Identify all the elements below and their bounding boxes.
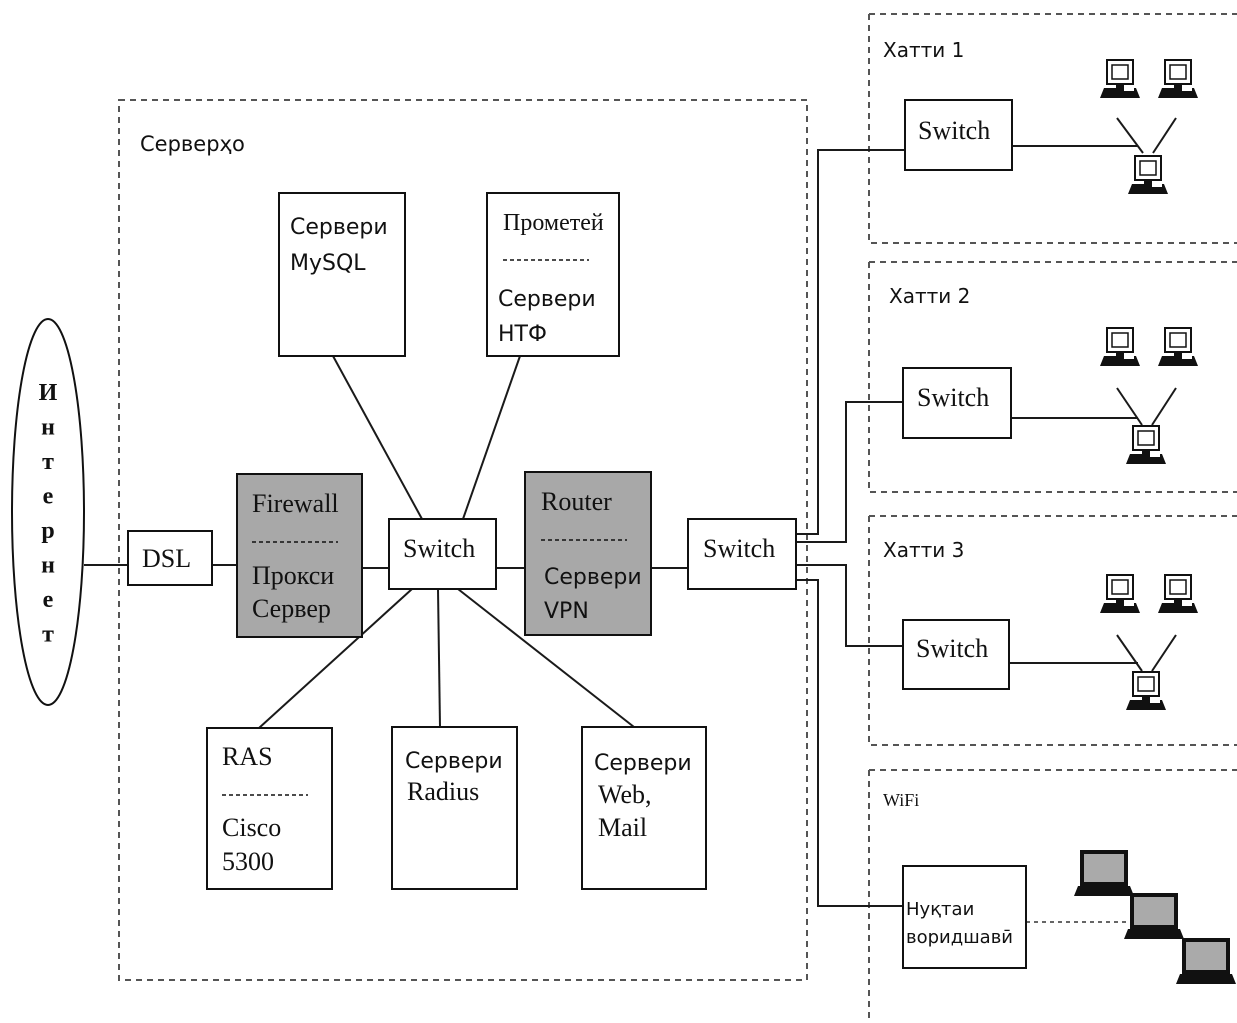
- prometheus-line3: НТФ: [498, 322, 547, 347]
- ras-line3: 5300: [222, 847, 274, 876]
- router-title: Router: [541, 487, 612, 516]
- line2-region: [868, 261, 1237, 493]
- ras-title: RAS: [222, 742, 273, 771]
- wifi-region: [868, 769, 1237, 1023]
- line2-title: Хатти 2: [889, 284, 970, 308]
- prometheus-line2: Сервери: [498, 287, 596, 312]
- access-point-box[interactable]: [902, 865, 1027, 969]
- line3-switch-box[interactable]: [902, 619, 1010, 690]
- line1-switch-label: Switch: [918, 116, 990, 145]
- firewall-line3: Сервер: [252, 594, 331, 623]
- webmail-line1: Сервери: [594, 751, 692, 776]
- desktop-computer-icon: [1125, 425, 1167, 465]
- mysql-line1: Сервери: [290, 215, 388, 240]
- laptop-icon: [1176, 938, 1236, 984]
- wifi-title: WiFi: [883, 790, 919, 810]
- webmail-line2: Web,: [598, 780, 652, 809]
- core-switch-label: Switch: [403, 534, 475, 563]
- edge-switch-label: Switch: [703, 534, 775, 563]
- servers-title: Серверҳо: [140, 132, 245, 156]
- webmail-line3: Mail: [598, 813, 647, 842]
- desktop-computer-icon: [1099, 574, 1141, 614]
- desktop-computer-icon: [1099, 59, 1141, 99]
- desktop-computer-icon: [1157, 327, 1199, 367]
- mysql-server-box[interactable]: [278, 192, 406, 357]
- desktop-computer-icon: [1157, 59, 1199, 99]
- ntf-server-box[interactable]: [486, 192, 620, 357]
- radius-server-box[interactable]: [391, 726, 518, 890]
- connections: [84, 117, 1177, 907]
- router-box[interactable]: [524, 471, 652, 636]
- firewall-title: Firewall: [252, 489, 339, 518]
- dsl-label: DSL: [142, 544, 191, 573]
- internet-cloud: [11, 318, 85, 706]
- line2-switch-label: Switch: [917, 383, 989, 412]
- access-point-line2: воридшавӣ: [906, 927, 1013, 948]
- desktop-computer-icon: [1099, 327, 1141, 367]
- ras-line2: Cisco: [222, 813, 281, 842]
- servers-region: [118, 99, 808, 981]
- firewall-box[interactable]: [236, 473, 363, 638]
- line3-title: Хатти 3: [883, 538, 964, 562]
- router-line3: VPN: [544, 599, 589, 624]
- edge-switch-box[interactable]: [687, 518, 797, 590]
- laptop-icon: [1074, 850, 1134, 896]
- desktop-computer-icon: [1127, 155, 1169, 195]
- line1-switch-box[interactable]: [904, 99, 1013, 171]
- desktop-computer-icon: [1125, 671, 1167, 711]
- access-point-line1: Нуқтаи: [906, 899, 974, 920]
- ras-box[interactable]: [206, 727, 333, 890]
- firewall-line2: Прокси: [252, 561, 334, 590]
- prometheus-title: Прометей: [503, 210, 604, 236]
- radius-line1: Сервери: [405, 749, 503, 774]
- line1-title: Хатти 1: [883, 38, 964, 62]
- line1-region: [868, 13, 1237, 244]
- laptop-icon: [1124, 893, 1184, 939]
- radius-line2: Radius: [407, 777, 479, 806]
- core-switch-box[interactable]: [388, 518, 497, 590]
- router-line2: Сервери: [544, 565, 642, 590]
- mysql-line2: MySQL: [290, 251, 366, 276]
- desktop-computer-icon: [1157, 574, 1199, 614]
- line2-switch-box[interactable]: [902, 367, 1012, 439]
- dsl-box[interactable]: [127, 530, 213, 586]
- webmail-server-box[interactable]: [581, 726, 707, 890]
- line3-region: [868, 515, 1237, 746]
- line3-switch-label: Switch: [916, 634, 988, 663]
